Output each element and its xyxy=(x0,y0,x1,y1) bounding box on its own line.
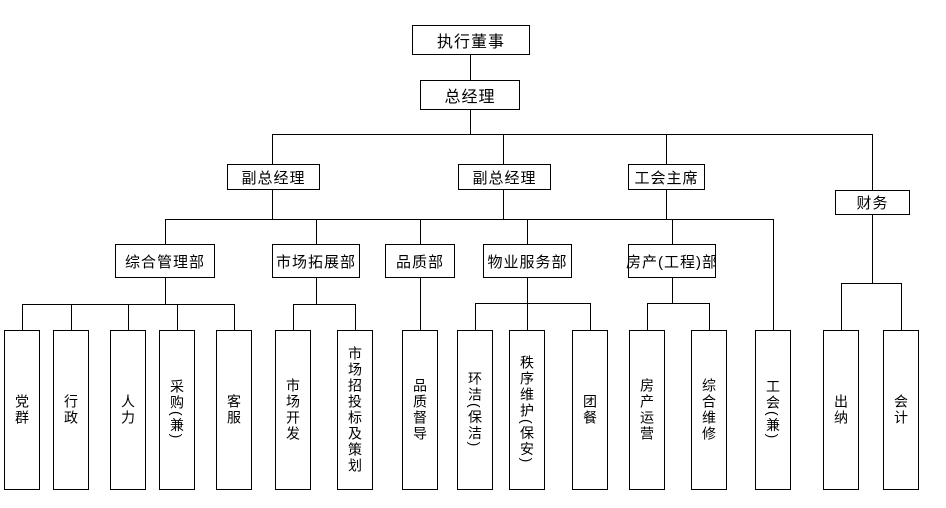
connector-line xyxy=(901,283,902,330)
node-party-masses: 党群 xyxy=(4,330,40,490)
connector-line xyxy=(420,219,421,244)
connector-line xyxy=(647,303,709,304)
connector-line xyxy=(470,110,471,134)
connector-line xyxy=(22,304,23,330)
node-label: 客服 xyxy=(226,394,242,426)
connector-line xyxy=(475,303,590,304)
node-label: 环洁(保洁) xyxy=(467,371,483,449)
connector-line xyxy=(165,278,166,304)
connector-line xyxy=(420,278,421,330)
node-label: 总经理 xyxy=(444,89,496,106)
node-group-catering: 团餐 xyxy=(572,330,608,490)
connector-line xyxy=(666,134,667,164)
node-union-chairman: 工会主席 xyxy=(628,164,705,190)
connector-line xyxy=(128,304,129,330)
connector-line xyxy=(872,134,873,190)
connector-line xyxy=(165,219,166,244)
node-label: 综合管理部 xyxy=(124,253,205,271)
node-label: 市场开发 xyxy=(285,378,301,442)
connector-line xyxy=(165,219,774,220)
connector-line xyxy=(709,303,710,330)
connector-line xyxy=(527,278,528,303)
node-label: 副总经理 xyxy=(241,169,306,187)
node-label: 市场招投标及策划 xyxy=(347,346,363,474)
node-real-estate-operation: 房产运营 xyxy=(629,330,665,490)
node-dept-general-admin: 综合管理部 xyxy=(115,244,215,278)
node-label: 房产运营 xyxy=(639,378,655,442)
node-dept-real-estate: 房产(工程)部 xyxy=(626,244,718,278)
node-label: 品质督导 xyxy=(412,378,428,442)
node-label: 行政 xyxy=(63,394,79,426)
node-dept-market-expansion: 市场拓展部 xyxy=(272,244,360,278)
node-quality-supervision: 品质督导 xyxy=(402,330,438,490)
connector-line xyxy=(272,190,273,219)
node-accounting: 会计 xyxy=(883,330,919,490)
node-order-maintenance: 秩序维护(保安) xyxy=(509,330,545,490)
node-label: 会计 xyxy=(893,394,909,426)
node-dept-quality: 品质部 xyxy=(385,244,455,278)
node-general-maintenance: 综合维修 xyxy=(691,330,727,490)
node-customer-service: 客服 xyxy=(216,330,252,490)
connector-line xyxy=(71,304,72,330)
node-cashier: 出纳 xyxy=(823,330,859,490)
connector-line xyxy=(272,134,873,135)
connector-line xyxy=(272,134,273,164)
node-label: 综合维修 xyxy=(701,378,717,442)
node-label: 物业服务部 xyxy=(487,253,568,271)
node-label: 财务 xyxy=(856,195,889,212)
node-label: 执行董事 xyxy=(436,34,505,51)
connector-line xyxy=(527,303,528,330)
node-label: 秩序维护(保安) xyxy=(519,355,535,465)
connector-line xyxy=(503,190,504,219)
connector-line xyxy=(773,219,774,330)
node-label: 品质部 xyxy=(395,253,444,271)
connector-line xyxy=(590,303,591,330)
node-label: 出纳 xyxy=(833,394,849,426)
node-label: 房产(工程)部 xyxy=(626,253,718,271)
node-label: 市场拓展部 xyxy=(275,253,356,271)
connector-line xyxy=(475,303,476,330)
node-label: 工会主席 xyxy=(634,169,699,187)
node-label: 工会(兼) xyxy=(765,379,781,441)
connector-line xyxy=(355,304,356,330)
node-administration: 行政 xyxy=(53,330,89,490)
connector-line xyxy=(177,304,178,330)
connector-line xyxy=(841,283,842,330)
node-dept-property-service: 物业服务部 xyxy=(483,244,572,278)
node-deputy-gm-2: 副总经理 xyxy=(458,164,551,190)
node-market-development: 市场开发 xyxy=(275,330,311,490)
connector-line xyxy=(647,303,648,330)
connector-line xyxy=(234,304,235,330)
node-label: 人力 xyxy=(120,394,136,426)
connector-line xyxy=(672,219,673,244)
connector-line xyxy=(666,190,667,219)
node-cleaning: 环洁(保洁) xyxy=(457,330,493,490)
node-market-bidding-planning: 市场招投标及策划 xyxy=(337,330,373,490)
node-label: 党群 xyxy=(14,394,30,426)
connector-line xyxy=(293,304,355,305)
node-human-resources: 人力 xyxy=(110,330,146,490)
node-deputy-gm-1: 副总经理 xyxy=(227,164,320,190)
node-procurement: 采购(兼) xyxy=(159,330,195,490)
connector-line xyxy=(872,215,873,283)
connector-line xyxy=(841,283,902,284)
connector-line xyxy=(293,304,294,330)
connector-line xyxy=(503,134,504,164)
connector-line xyxy=(527,219,528,244)
node-label: 副总经理 xyxy=(472,169,537,187)
node-general-manager: 总经理 xyxy=(420,80,520,110)
node-finance: 财务 xyxy=(835,190,910,215)
connector-line xyxy=(672,278,673,303)
connector-line xyxy=(316,278,317,304)
node-label: 采购(兼) xyxy=(169,379,185,441)
node-label: 团餐 xyxy=(582,394,598,426)
node-labor-union: 工会(兼) xyxy=(755,330,791,490)
connector-line xyxy=(470,55,471,80)
node-executive-director: 执行董事 xyxy=(412,25,530,55)
connector-line xyxy=(316,219,317,244)
